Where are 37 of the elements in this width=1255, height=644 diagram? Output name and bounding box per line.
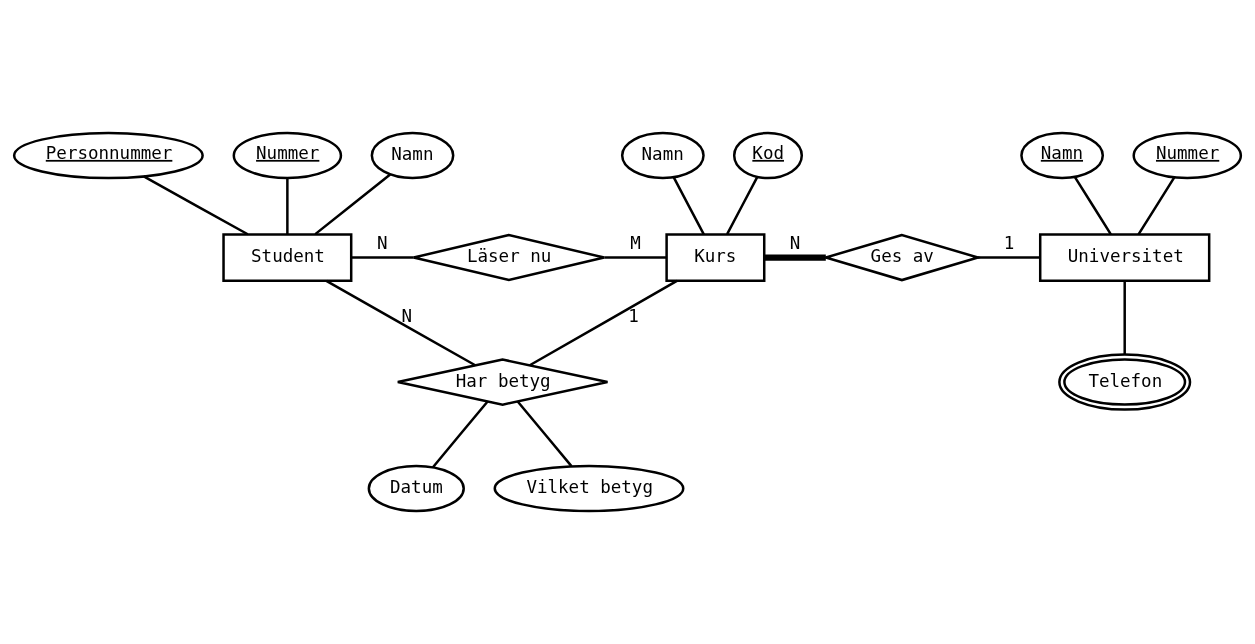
node-diamond: Har betyg: [396, 358, 609, 406]
connector: [143, 175, 249, 236]
edge-label: N: [789, 233, 801, 254]
node-ellipse: Namn: [370, 131, 455, 180]
connector: [604, 256, 667, 259]
connector: [1123, 281, 1126, 355]
connector: [1137, 176, 1176, 235]
connector: [431, 400, 489, 468]
connector: [286, 178, 289, 235]
node-ellipse: Namn: [1020, 131, 1105, 180]
node-ellipse: Namn: [620, 131, 705, 180]
node-box: Student: [222, 233, 353, 282]
node-box: Kurs: [665, 233, 766, 282]
node-ellipse: Kod: [732, 131, 804, 180]
node-box: Universitet: [1038, 233, 1211, 282]
node-ellipse: Telefon: [1058, 353, 1192, 411]
edge-label: M: [630, 233, 641, 254]
node-ellipse: Personnummer: [12, 131, 204, 180]
connector: [672, 176, 705, 235]
connector: [314, 173, 391, 236]
edge-label: N: [401, 306, 413, 327]
node-ellipse: Vilket betyg: [493, 464, 685, 513]
connector: [516, 400, 573, 467]
connector: [325, 279, 476, 367]
node-ellipse: Nummer: [232, 131, 343, 180]
node-diamond: Läser nu: [412, 233, 606, 282]
connector: [529, 279, 678, 367]
connector: [977, 256, 1041, 259]
edge-label: 1: [628, 306, 639, 327]
edge-label: N: [377, 233, 388, 254]
edge-label: 1: [1003, 233, 1015, 254]
connector: [351, 256, 414, 259]
node-ellipse: Datum: [367, 464, 465, 513]
connector: [1074, 176, 1112, 235]
node-ellipse: Nummer: [1132, 131, 1243, 180]
connector: [764, 254, 826, 261]
connector: [726, 176, 759, 235]
